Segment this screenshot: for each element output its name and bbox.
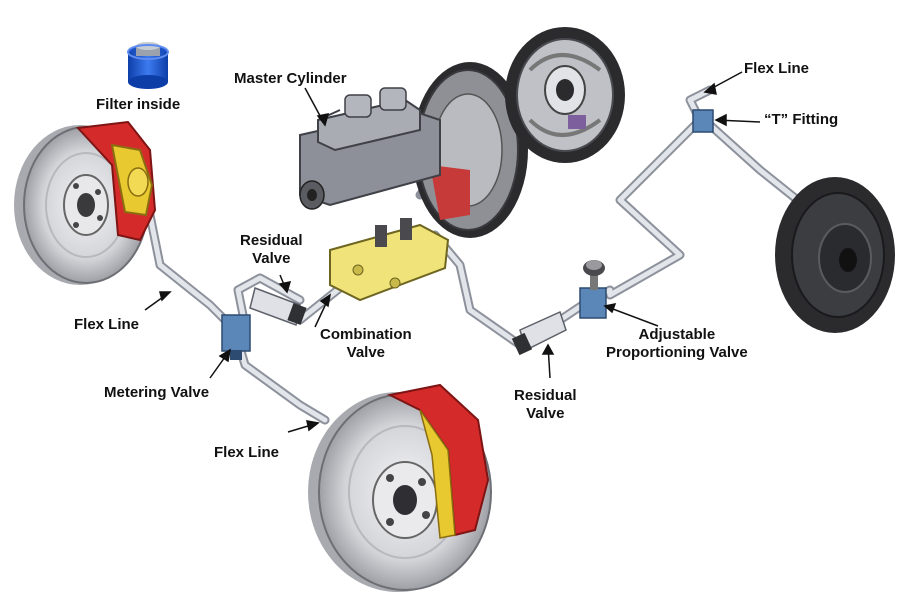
flex-line-top-label: Flex Line bbox=[744, 60, 810, 77]
master-cylinder bbox=[299, 87, 441, 210]
master-cylinder-label: Master Cylinder bbox=[234, 70, 347, 87]
proportioning-valve-body bbox=[579, 260, 607, 319]
residual-valve-lower-line1: Residual bbox=[514, 387, 577, 404]
residual-valve-upper-line1: Residual bbox=[240, 232, 303, 249]
combination-valve bbox=[329, 218, 450, 302]
rear-wheel-drum bbox=[775, 177, 895, 333]
filter-icon bbox=[127, 42, 169, 89]
rear-drum-brake bbox=[505, 27, 625, 163]
front-left-disc-brake bbox=[14, 120, 157, 285]
leader-lines bbox=[144, 71, 761, 433]
residual-valve-lower-label: Residual Valve bbox=[514, 387, 577, 423]
flex-line-left-label: Flex Line bbox=[74, 316, 140, 333]
combination-valve-line1: Combination bbox=[320, 326, 412, 343]
combination-valve-label: Combination Valve bbox=[320, 326, 412, 362]
residual-valve-upper-body bbox=[249, 287, 307, 327]
combination-valve-line2: Valve bbox=[346, 344, 386, 361]
front-right-disc-brake bbox=[308, 383, 492, 592]
t-fitting-body bbox=[692, 109, 714, 133]
residual-valve-upper-line2: Valve bbox=[252, 250, 291, 267]
flex-line-bottom-label: Flex Line bbox=[214, 444, 280, 461]
metering-valve-label: Metering Valve bbox=[104, 384, 210, 401]
residual-valve-lower-body bbox=[511, 310, 567, 356]
residual-valve-upper-label: Residual Valve bbox=[240, 232, 303, 268]
residual-valve-lower-line2: Valve bbox=[526, 405, 565, 422]
brake-booster bbox=[412, 62, 528, 238]
adjustable-pv-line1: Adjustable bbox=[638, 326, 716, 343]
filter-label: Filter inside bbox=[96, 96, 181, 113]
metering-valve-body bbox=[221, 314, 251, 360]
t-fitting-label: “T” Fitting bbox=[764, 111, 839, 128]
adjustable-pv-line2: Proportioning Valve bbox=[606, 344, 748, 361]
adjustable-proportioning-valve-label: Adjustable Proportioning Valve bbox=[606, 326, 748, 362]
